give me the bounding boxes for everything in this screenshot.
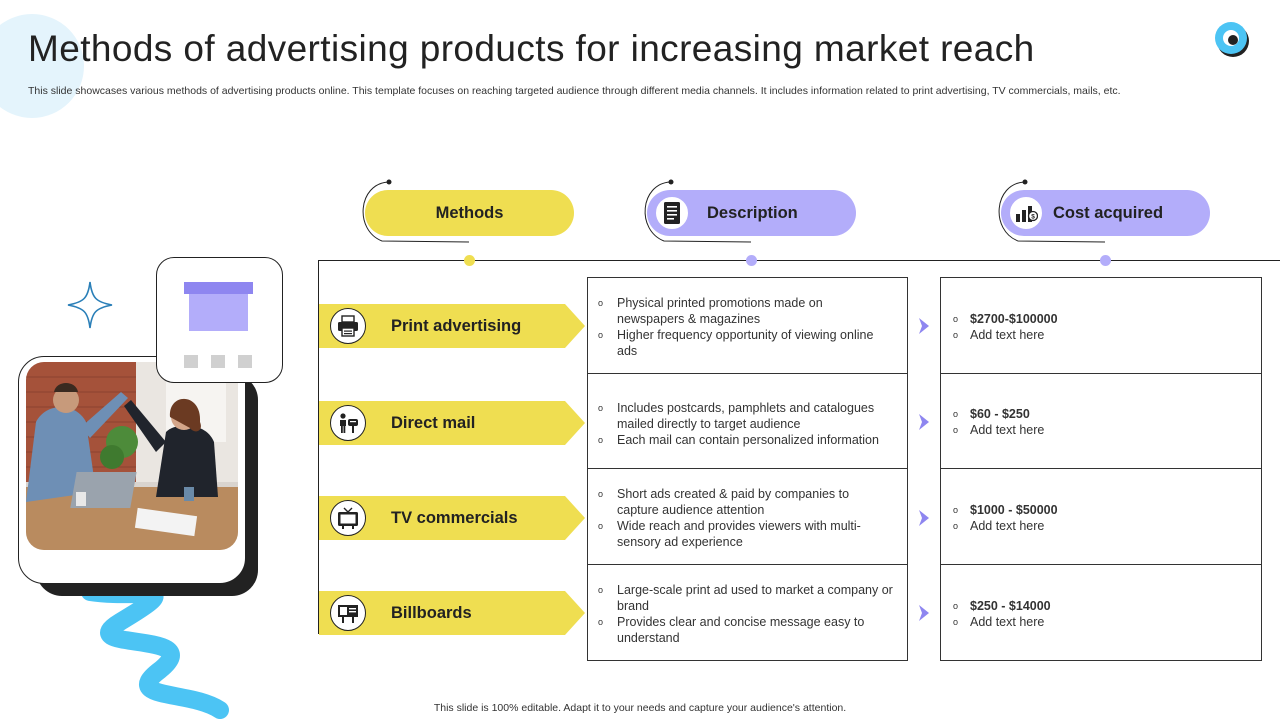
cost-header: $ Cost acquired — [1001, 190, 1210, 236]
description-dot — [746, 255, 757, 266]
decorative-circle — [0, 14, 84, 118]
timeline-horizontal-line — [318, 260, 1280, 261]
description-header: Description — [647, 190, 856, 236]
window-mockup-header — [184, 282, 253, 294]
slide-title: Methods of advertising products for incr… — [28, 28, 1035, 69]
method-row-direct-mail: Direct mail — [319, 401, 585, 445]
chevron-right-icon — [919, 318, 929, 334]
window-mockup-dot — [184, 355, 198, 368]
method-label: Billboards — [391, 603, 472, 622]
office-high-five-photo — [26, 362, 238, 550]
document-icon — [653, 194, 691, 232]
slide-subtitle: This slide showcases various methods of … — [28, 85, 1121, 97]
method-row-billboards: Billboards — [319, 591, 585, 635]
cost-dot — [1100, 255, 1111, 266]
window-mockup-dot — [211, 355, 225, 368]
chevron-right-icon — [919, 605, 929, 621]
description-swoosh — [644, 179, 752, 243]
methods-header-label: Methods — [435, 203, 504, 222]
billboard-icon — [330, 595, 366, 631]
method-label: TV commercials — [391, 508, 518, 527]
methods-swoosh — [362, 179, 470, 243]
cost-swoosh — [998, 179, 1106, 243]
list-item: o$250 - $14000 — [953, 598, 1051, 613]
window-mockup-dot — [238, 355, 252, 368]
svg-text:$: $ — [1031, 214, 1035, 221]
ring-logo-icon — [1215, 22, 1249, 57]
mailbox-icon — [330, 405, 366, 441]
window-mockup-body — [189, 294, 248, 331]
television-icon — [330, 500, 366, 536]
list-item: o$2700-$100000 — [953, 312, 1058, 326]
sparkle-star-icon — [67, 281, 113, 329]
list-item: o$60 - $250 — [953, 406, 1030, 421]
description-header-label: Description — [707, 203, 798, 222]
methods-dot — [464, 255, 475, 266]
cost-header-label: Cost acquired — [1053, 203, 1164, 222]
list-item: o$1000 - $50000 — [953, 503, 1058, 517]
method-row-tv-commercials: TV commercials — [319, 496, 585, 540]
method-label: Print advertising — [391, 316, 522, 335]
methods-header: Methods — [365, 190, 574, 236]
list-item: o Higher frequency opportunity of viewin… — [598, 328, 874, 358]
chevron-right-icon — [919, 414, 929, 430]
slide-footer: This slide is 100% editable. Adapt it to… — [433, 702, 847, 714]
method-row-print-advertising: Print advertising — [319, 304, 585, 348]
printer-icon — [330, 308, 366, 344]
method-label: Direct mail — [391, 413, 476, 432]
timeline-vertical-line — [318, 260, 319, 634]
chevron-right-icon — [919, 510, 929, 526]
money-chart-icon: $ — [1007, 194, 1045, 232]
